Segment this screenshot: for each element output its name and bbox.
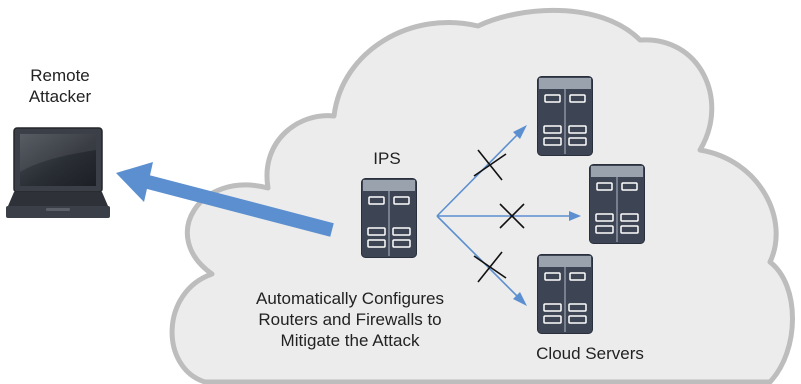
response-arrow <box>116 162 334 237</box>
connection-arrowheads <box>513 125 581 306</box>
cloud-server-icon <box>589 164 645 244</box>
cloud-server-icon <box>537 254 593 334</box>
cloud-shape <box>169 8 795 384</box>
x-mark-icon <box>473 251 507 283</box>
cloud-servers-label: Cloud Servers <box>536 344 644 363</box>
mitigation-caption: Automatically Configures Routers and Fir… <box>255 289 445 350</box>
remote-attacker-label: Remote Attacker <box>28 66 92 106</box>
laptop-icon <box>6 127 110 218</box>
x-mark-icon <box>499 203 525 229</box>
ips-label: IPS <box>373 149 401 168</box>
ips-server-icon <box>361 178 417 258</box>
x-mark-icon <box>473 149 507 181</box>
cloud-server-icon <box>537 76 593 156</box>
